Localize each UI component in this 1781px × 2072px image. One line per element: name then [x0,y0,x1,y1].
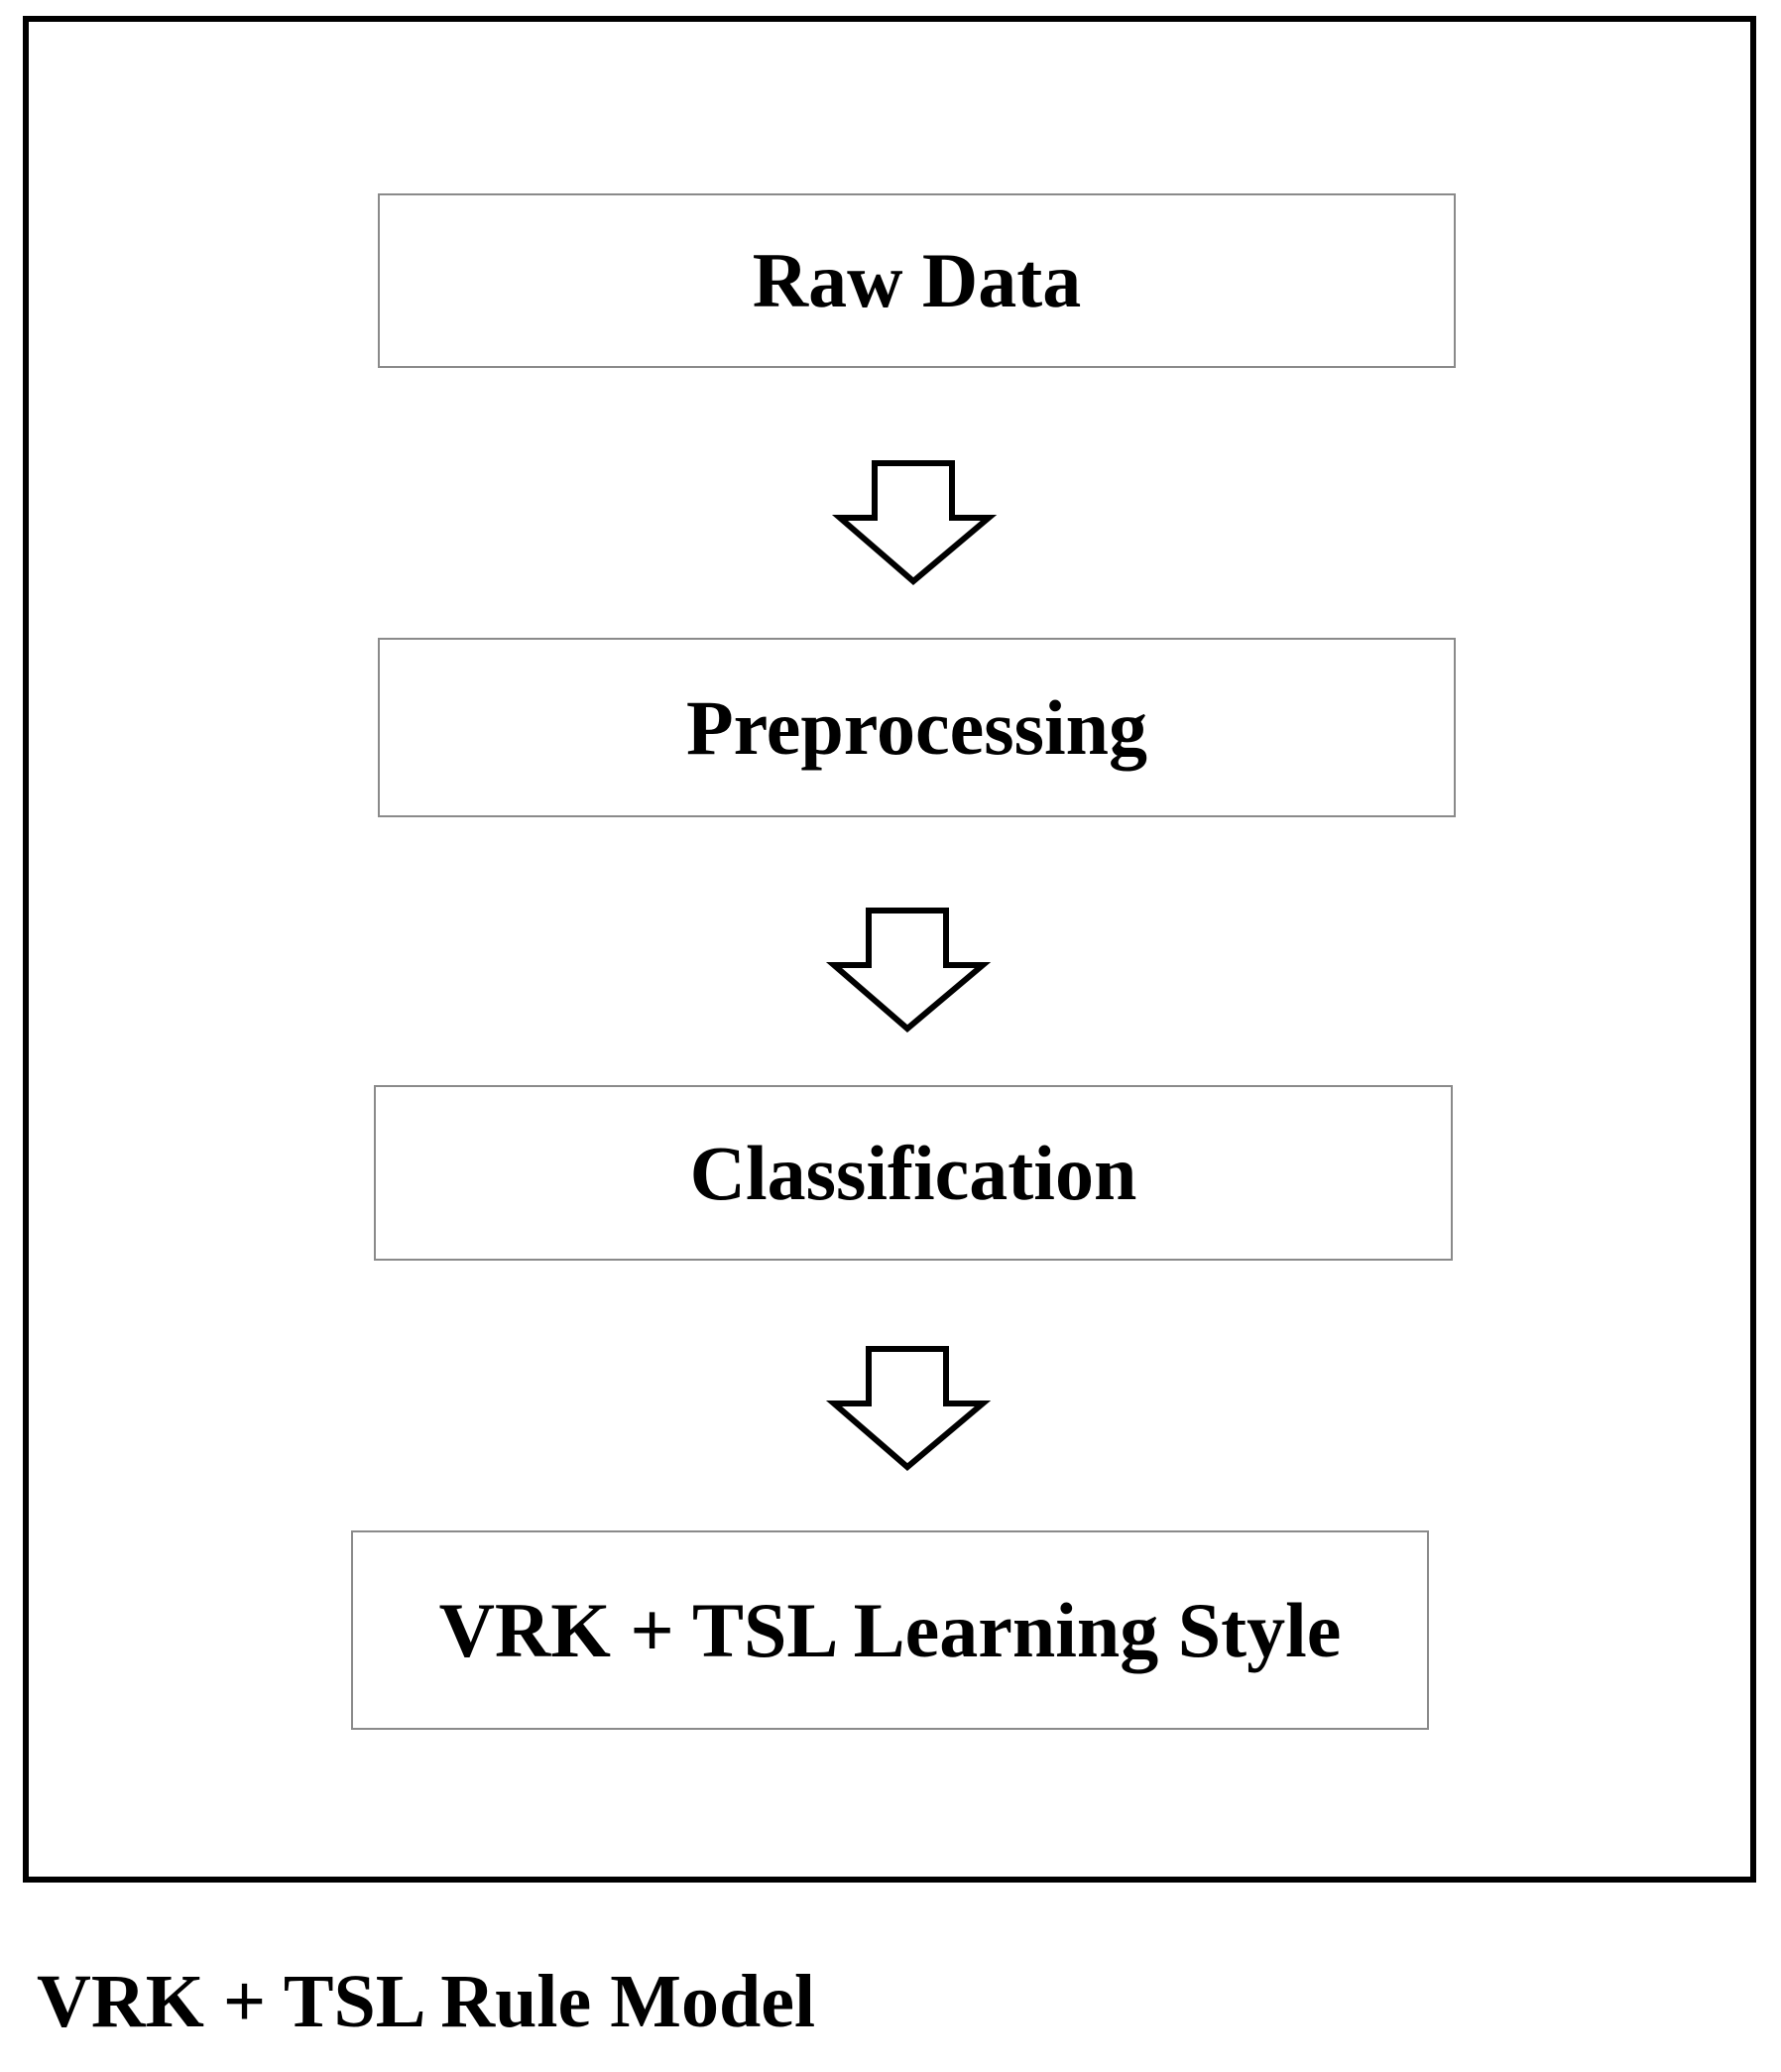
step-label: VRK + TSL Learning Style [438,1586,1342,1673]
step-label: Preprocessing [685,683,1148,771]
figure-caption: VRK + TSL Rule Model [37,1960,816,2043]
step-raw-data: Raw Data [378,193,1456,368]
step-learning-style: VRK + TSL Learning Style [351,1530,1429,1730]
step-preprocessing: Preprocessing [378,638,1456,817]
down-arrow-icon [825,908,992,1033]
step-label: Classification [689,1129,1137,1216]
diagram-frame [23,16,1756,1883]
step-classification: Classification [374,1085,1453,1261]
down-arrow-icon [825,1346,992,1471]
down-arrow-icon [831,460,998,585]
step-label: Raw Data [752,237,1082,323]
